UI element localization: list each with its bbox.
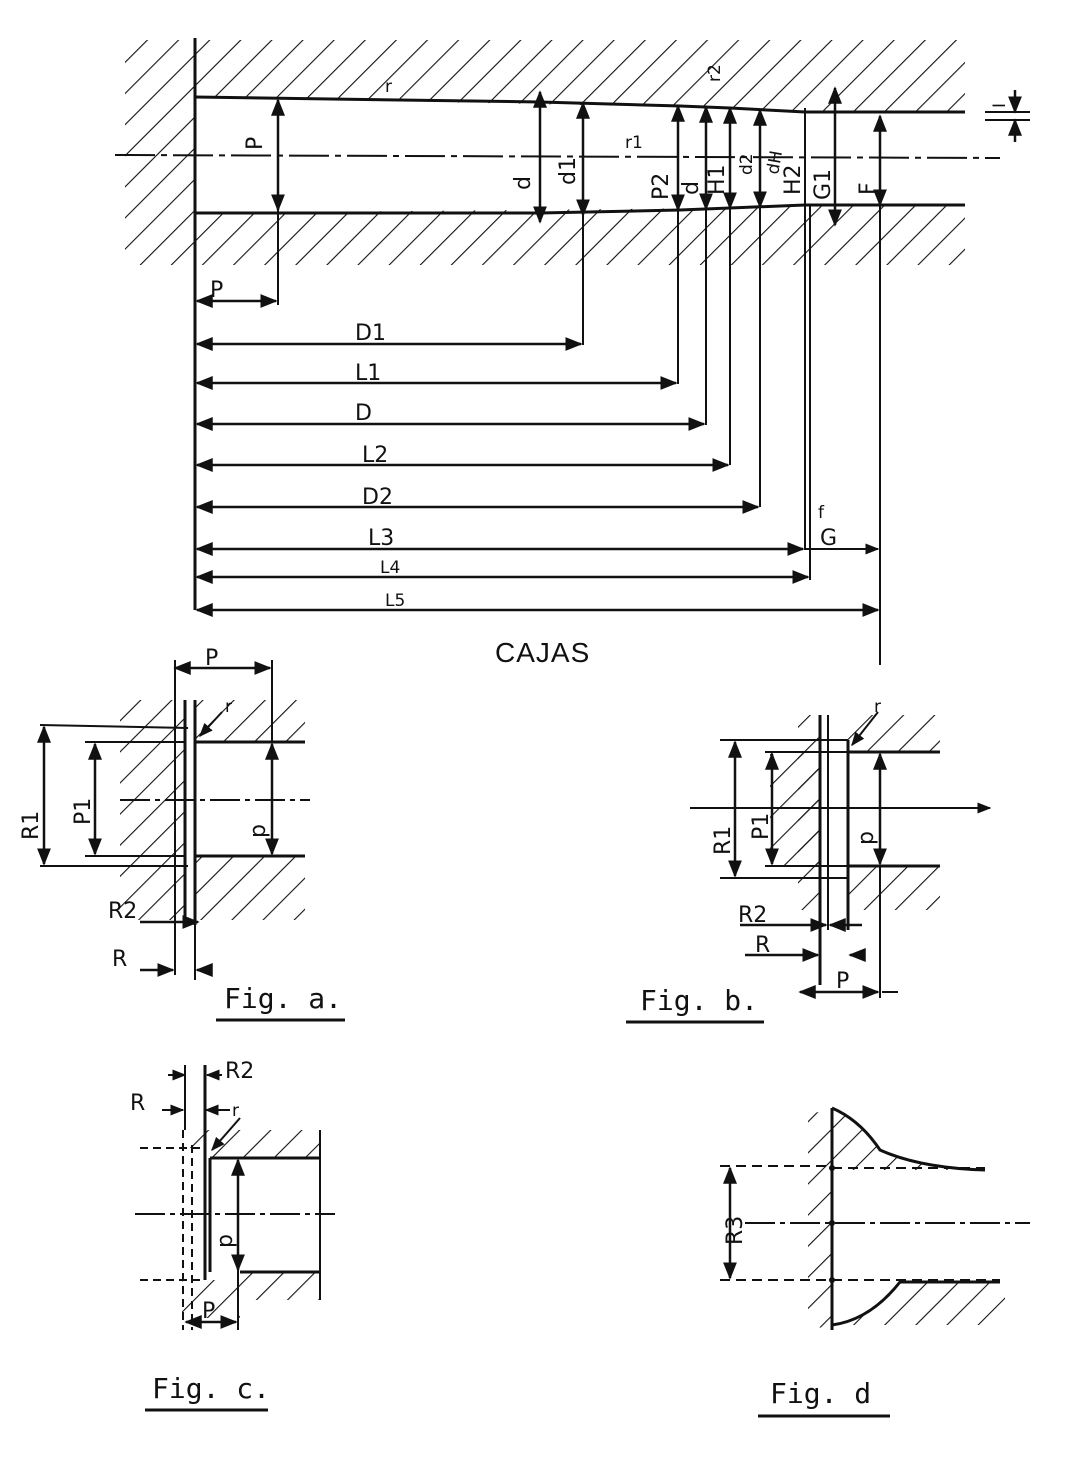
label-P2: P2 bbox=[649, 173, 674, 200]
label-r1: r1 bbox=[625, 133, 643, 153]
label-dH: dH bbox=[763, 149, 787, 176]
fig-c-low-hatch bbox=[182, 1280, 240, 1318]
fig-b-label-P1: P1 bbox=[749, 813, 774, 840]
label-F: F bbox=[856, 182, 881, 195]
label-r-top: r bbox=[385, 77, 392, 97]
label-I: I bbox=[990, 103, 1010, 108]
label-G1: G1 bbox=[811, 169, 836, 200]
label-d2: d2 bbox=[737, 153, 757, 175]
fig-b-bottom-hatch bbox=[848, 866, 940, 910]
label-L1: L1 bbox=[355, 361, 381, 386]
fig-b-label-r: r bbox=[874, 697, 881, 717]
fig-c: R2 R r p P Fig. c. bbox=[130, 1059, 335, 1412]
label-f: f bbox=[818, 503, 825, 523]
fig-a-r-leader bbox=[199, 711, 223, 738]
label-d-inner: d bbox=[679, 181, 704, 195]
fig-c-label-R: R bbox=[130, 1091, 145, 1116]
fig-b-label-p: p bbox=[854, 831, 879, 845]
label-d-mid: d bbox=[511, 176, 536, 190]
label-L2: L2 bbox=[362, 443, 388, 468]
top-body-hatch bbox=[195, 40, 965, 112]
fig-a-label-P1: P1 bbox=[71, 798, 96, 825]
fig-d-label-R3: R3 bbox=[723, 1216, 748, 1245]
fig-a-label-r: r bbox=[225, 697, 232, 717]
fig-c-label-P: P bbox=[202, 1299, 215, 1324]
drawing-title: CAJAS bbox=[495, 637, 590, 668]
fig-b-top-hatch bbox=[848, 715, 940, 752]
label-P-top: P bbox=[243, 137, 268, 150]
fig-c-top-hatch bbox=[210, 1130, 320, 1158]
bottom-body-hatch bbox=[195, 205, 965, 265]
wall-hatch bbox=[125, 40, 195, 265]
fig-c-r-leader bbox=[211, 1117, 241, 1152]
main-drawing: P d d1 r1 r2 P2 d H1 d2 dH H2 G1 F I r P… bbox=[114, 38, 1030, 668]
fig-b-label-R: R bbox=[755, 933, 770, 958]
fig-d-point-bottom bbox=[829, 1277, 835, 1283]
fig-a-label-R1: R1 bbox=[19, 811, 44, 840]
fig-c-label-R2: R2 bbox=[225, 1059, 254, 1084]
fig-c-label-p: p bbox=[213, 1234, 238, 1248]
fig-a-wall-hatch-low bbox=[120, 880, 185, 920]
fig-a-bottom-hatch bbox=[195, 856, 305, 920]
label-r2: r2 bbox=[705, 64, 725, 82]
fig-b-caption: Fig. b. bbox=[640, 984, 758, 1017]
label-D: D bbox=[355, 401, 372, 426]
fig-a-label-P: P bbox=[205, 646, 218, 671]
fig-a-R1-ext-top bbox=[39, 724, 189, 729]
fig-a-label-p: p bbox=[246, 824, 271, 838]
fig-d-point-top bbox=[829, 1165, 835, 1171]
fig-a-top-hatch bbox=[195, 700, 305, 742]
fig-d-wall-hatch bbox=[808, 1108, 832, 1330]
fig-d: R3 Fig. d bbox=[720, 1106, 1030, 1418]
fig-b: r R1 P1 p R2 R P Fig. b. bbox=[626, 697, 992, 1024]
label-L3: L3 bbox=[368, 526, 394, 551]
fig-b-r-leader bbox=[851, 711, 879, 747]
label-H2: H2 bbox=[781, 164, 806, 195]
centerline bbox=[114, 154, 1001, 159]
fig-d-bottom-curve bbox=[831, 1280, 1000, 1327]
fig-c-bottom-hatch bbox=[240, 1272, 320, 1300]
fig-b-label-P: P bbox=[836, 969, 849, 994]
label-L4: L4 bbox=[380, 558, 400, 578]
fig-c-corner-hatch bbox=[182, 1130, 210, 1148]
fig-a-label-R: R bbox=[112, 947, 127, 972]
fig-b-label-R2: R2 bbox=[738, 903, 767, 928]
fig-c-caption: Fig. c. bbox=[152, 1372, 270, 1405]
fig-a: P r R1 P1 p R2 R Fig. a. bbox=[19, 646, 345, 1022]
label-D1: D1 bbox=[355, 321, 386, 346]
fig-d-bottom-hatch bbox=[832, 1282, 1005, 1325]
label-P-bottom: P bbox=[210, 278, 223, 303]
label-H1: H1 bbox=[705, 164, 730, 195]
fig-a-wall-hatch bbox=[120, 700, 185, 880]
fig-d-caption: Fig. d bbox=[770, 1377, 871, 1410]
label-L5: L5 bbox=[385, 591, 405, 611]
fig-d-point-center bbox=[829, 1220, 835, 1226]
fig-a-caption: Fig. a. bbox=[224, 982, 342, 1015]
label-d1: d1 bbox=[556, 157, 581, 185]
fig-a-label-R2: R2 bbox=[108, 899, 137, 924]
fig-c-label-r: r bbox=[232, 1101, 239, 1121]
fig-d-top-hatch bbox=[832, 1108, 985, 1170]
label-G: G bbox=[820, 526, 837, 551]
fig-b-label-R1: R1 bbox=[711, 826, 736, 855]
label-D2: D2 bbox=[362, 485, 393, 510]
